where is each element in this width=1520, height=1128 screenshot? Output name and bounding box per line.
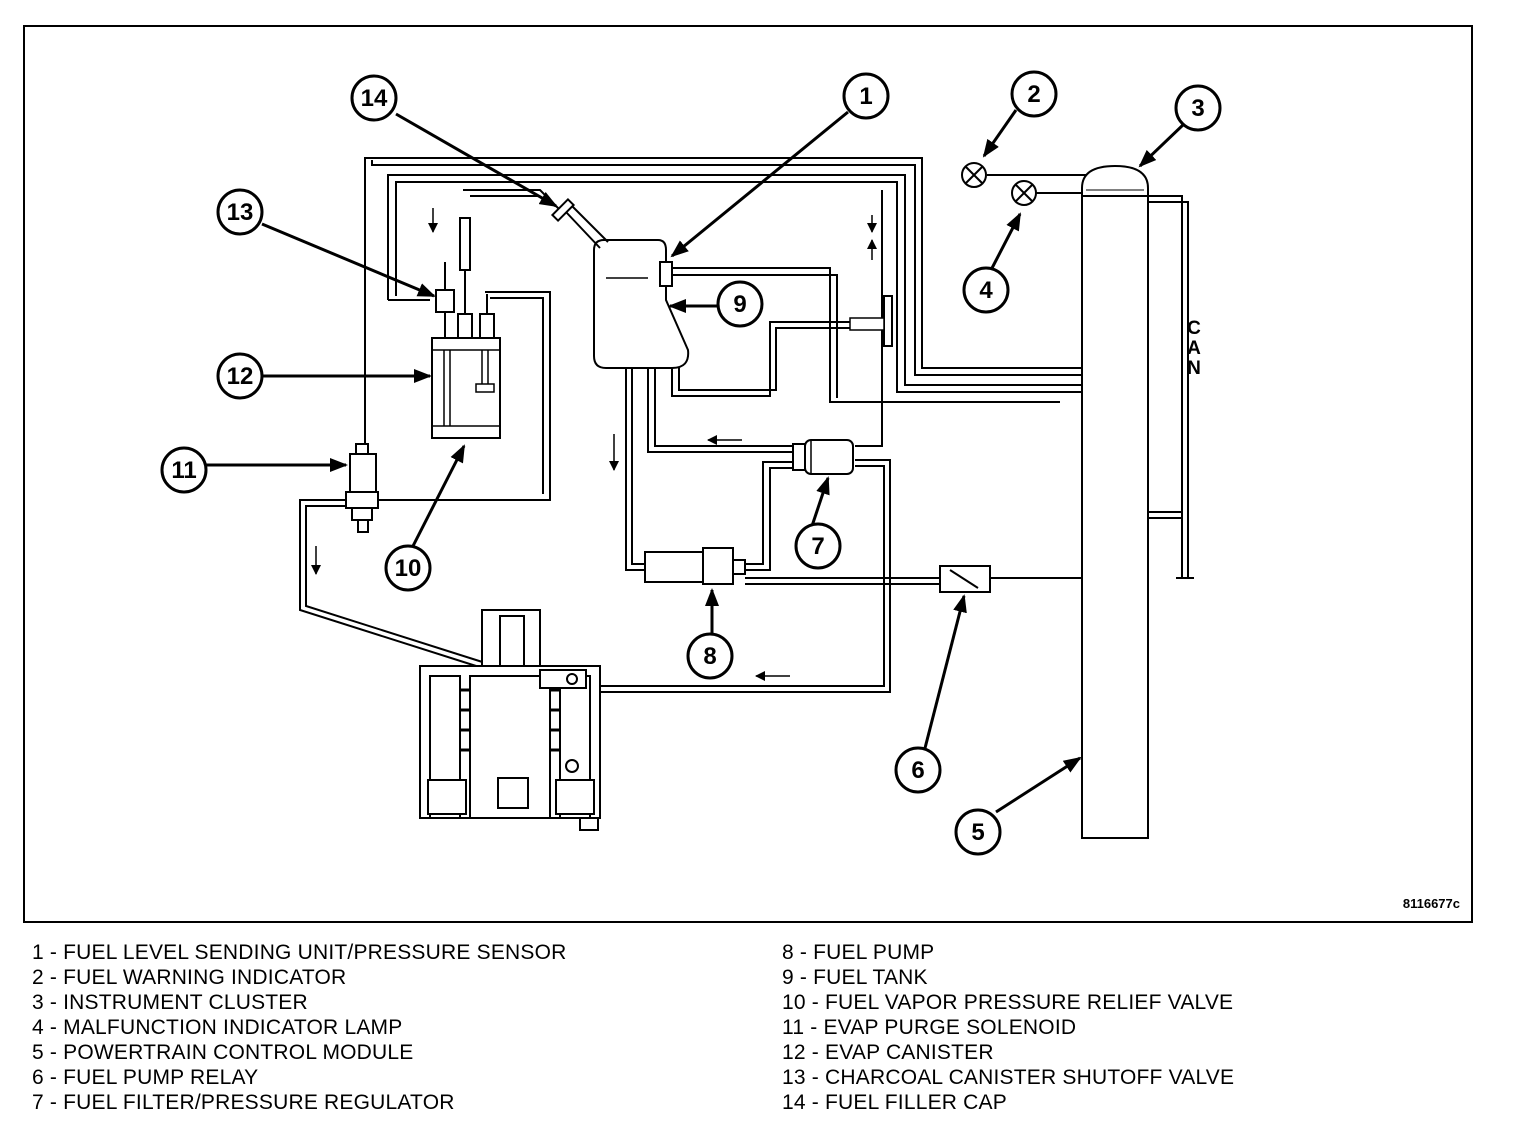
legend-item: 2 - FUEL WARNING INDICATOR xyxy=(32,966,347,989)
legend-item: 13 - CHARCOAL CANISTER SHUTOFF VALVE xyxy=(782,1066,1235,1089)
powertrain-control-module xyxy=(1081,189,1149,839)
evap-purge-solenoid xyxy=(349,453,377,493)
callout-circle-5 xyxy=(954,808,1002,856)
legend-item: 11 - EVAP PURGE SOLENOID xyxy=(782,1016,1077,1039)
legend-right-column: 8 - FUEL PUMP 9 - FUEL TANK 10 - FUEL VA… xyxy=(782,940,1234,1115)
callout-number-9: 9 xyxy=(733,291,746,318)
can-label-n: N xyxy=(1187,358,1201,379)
callout-circle-1 xyxy=(842,72,890,120)
flow-arrows xyxy=(311,208,877,681)
callout-number-7: 7 xyxy=(811,533,824,560)
callout-number-1: 1 xyxy=(859,83,872,110)
callout-circle-9 xyxy=(716,280,764,328)
callout-circle-13 xyxy=(216,188,264,236)
can-label-c: C xyxy=(1187,318,1201,339)
callout-number-14: 14 xyxy=(361,85,388,112)
legend-item: 12 - EVAP CANISTER xyxy=(782,1041,994,1064)
fuel-tank xyxy=(593,239,690,369)
legend-left-column: 1 - FUEL LEVEL SENDING UNIT/PRESSURE SEN… xyxy=(32,940,567,1115)
legend-item: 3 - INSTRUMENT CLUSTER xyxy=(32,991,308,1014)
callout-number-13: 13 xyxy=(227,199,254,226)
callout-leaders xyxy=(206,109,1186,814)
diagram-frame xyxy=(23,25,1473,923)
callout-circle-8 xyxy=(686,632,734,680)
callout-circle-6 xyxy=(894,746,942,794)
legend-item: 9 - FUEL TANK xyxy=(782,966,928,989)
callout-number-2: 2 xyxy=(1027,81,1040,108)
callout-circle-11 xyxy=(160,446,208,494)
callout-number-6: 6 xyxy=(911,757,924,784)
fuel-level-sending-unit xyxy=(659,261,673,287)
fuel-warning-indicator xyxy=(961,162,987,188)
legend-item: 1 - FUEL LEVEL SENDING UNIT/PRESSURE SEN… xyxy=(32,941,567,964)
fuel-filter-pressure-regulator xyxy=(804,439,854,475)
callout-number-12: 12 xyxy=(227,363,254,390)
legend-item: 14 - FUEL FILLER CAP xyxy=(782,1091,1007,1114)
filler-neck xyxy=(565,205,609,249)
legend-item: 10 - FUEL VAPOR PRESSURE RELIEF VALVE xyxy=(782,991,1234,1014)
callout-number-8: 8 xyxy=(703,643,716,670)
callout-number-11: 11 xyxy=(171,457,196,484)
engine xyxy=(419,609,601,831)
callout-number-4: 4 xyxy=(979,277,993,304)
callout-circle-4 xyxy=(962,266,1010,314)
callout-circle-10 xyxy=(384,544,432,592)
legend-item: 7 - FUEL FILTER/PRESSURE REGULATOR xyxy=(32,1091,455,1114)
legend-item: 5 - POWERTRAIN CONTROL MODULE xyxy=(32,1041,414,1064)
figure-id: 8116677c xyxy=(1403,896,1460,911)
legend-item: 6 - FUEL PUMP RELAY xyxy=(32,1066,259,1089)
instrument-cluster xyxy=(1081,164,1149,197)
fuel-pump xyxy=(644,551,704,583)
callout-number-5: 5 xyxy=(971,819,984,846)
callout-number-3: 3 xyxy=(1191,95,1204,122)
charcoal-canister-shutoff-valve xyxy=(435,289,455,313)
legend-item: 8 - FUEL PUMP xyxy=(782,941,935,964)
callout-circle-7 xyxy=(794,522,842,570)
callout-circle-3 xyxy=(1174,84,1222,132)
callout-circle-14 xyxy=(350,74,398,122)
legend-item: 4 - MALFUNCTION INDICATOR LAMP xyxy=(32,1016,403,1039)
pressure-sensor-tee xyxy=(883,295,893,347)
can-label-a: A xyxy=(1187,338,1201,359)
callout-circle-2 xyxy=(1010,70,1058,118)
callout-number-10: 10 xyxy=(395,555,422,582)
callout-circle-12 xyxy=(216,352,264,400)
fuel-filler-cap xyxy=(550,197,576,223)
tubing xyxy=(299,157,1194,693)
malfunction-indicator-lamp xyxy=(1011,180,1037,206)
